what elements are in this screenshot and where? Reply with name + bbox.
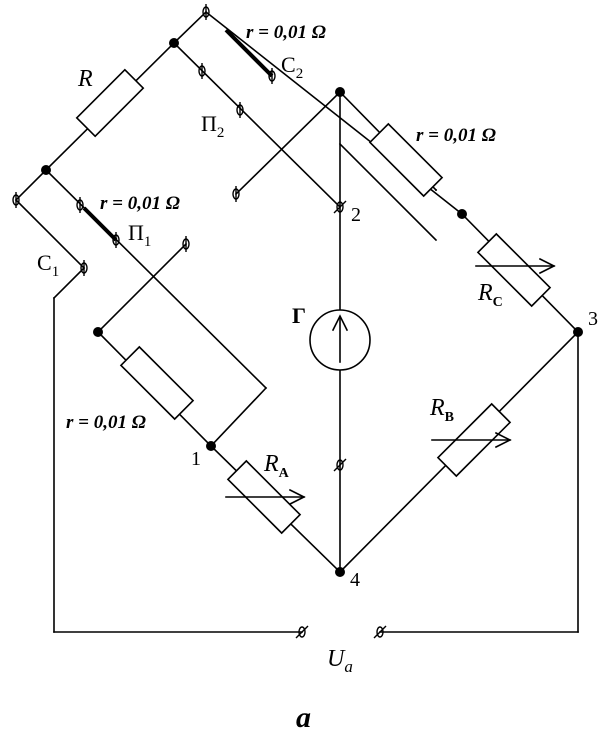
wire-top-terminal xyxy=(172,10,208,45)
label-p1: П1 xyxy=(128,220,151,250)
node-right xyxy=(457,209,467,219)
node-3 xyxy=(573,327,583,337)
label-c1: C1 xyxy=(37,250,59,280)
label-r-right: r = 0,01 Ω xyxy=(416,125,496,146)
wire-p2-lead xyxy=(234,90,342,196)
resistor-r-right xyxy=(368,122,444,198)
label-node4: 4 xyxy=(350,569,360,591)
caption: a xyxy=(296,701,311,734)
label-node1: 1 xyxy=(191,448,201,470)
wire-c1-down xyxy=(14,198,86,270)
terminals xyxy=(12,4,387,639)
label-Ua: Ua xyxy=(327,646,353,676)
node-p1-left xyxy=(93,327,103,337)
label-RB: RB xyxy=(429,395,454,425)
node-top xyxy=(169,38,179,48)
wire-top-to-node2 xyxy=(172,41,342,209)
wire-c1-out xyxy=(52,266,86,300)
wire-rc-loop xyxy=(338,142,438,242)
wires xyxy=(14,10,580,633)
wire-p1-lead xyxy=(96,242,188,334)
label-galvanometer: Г xyxy=(292,303,306,328)
label-node2: 2 xyxy=(351,204,361,226)
wire-left-to-c1 xyxy=(14,168,48,202)
wire-p1-return xyxy=(209,386,268,448)
label-c2: C2 xyxy=(281,52,303,82)
label-r-top: r = 0,01 Ω xyxy=(246,22,326,43)
resistor-r-left xyxy=(119,345,195,421)
node-left xyxy=(41,165,51,175)
label-RC: RC xyxy=(477,280,503,310)
label-r-bottom: r = 0,01 Ω xyxy=(66,412,146,433)
galvanometer xyxy=(309,309,371,371)
thick-lead-left xyxy=(82,206,118,242)
label-node3: 3 xyxy=(588,308,598,330)
variable-arrow-RA xyxy=(225,488,306,506)
resistor-R xyxy=(75,68,145,138)
label-RA: RA xyxy=(263,451,290,481)
label-r-left: r = 0,01 Ω xyxy=(100,193,180,214)
node-4 xyxy=(335,567,345,577)
label-R: R xyxy=(77,66,93,92)
variable-arrow-RB xyxy=(431,431,512,449)
resistor-RC xyxy=(476,232,552,308)
node-1 xyxy=(206,441,216,451)
variable-arrow-RC xyxy=(475,257,556,275)
thick-lead-top xyxy=(224,28,274,78)
node-top-center xyxy=(335,87,345,97)
label-p2: П2 xyxy=(201,111,224,141)
